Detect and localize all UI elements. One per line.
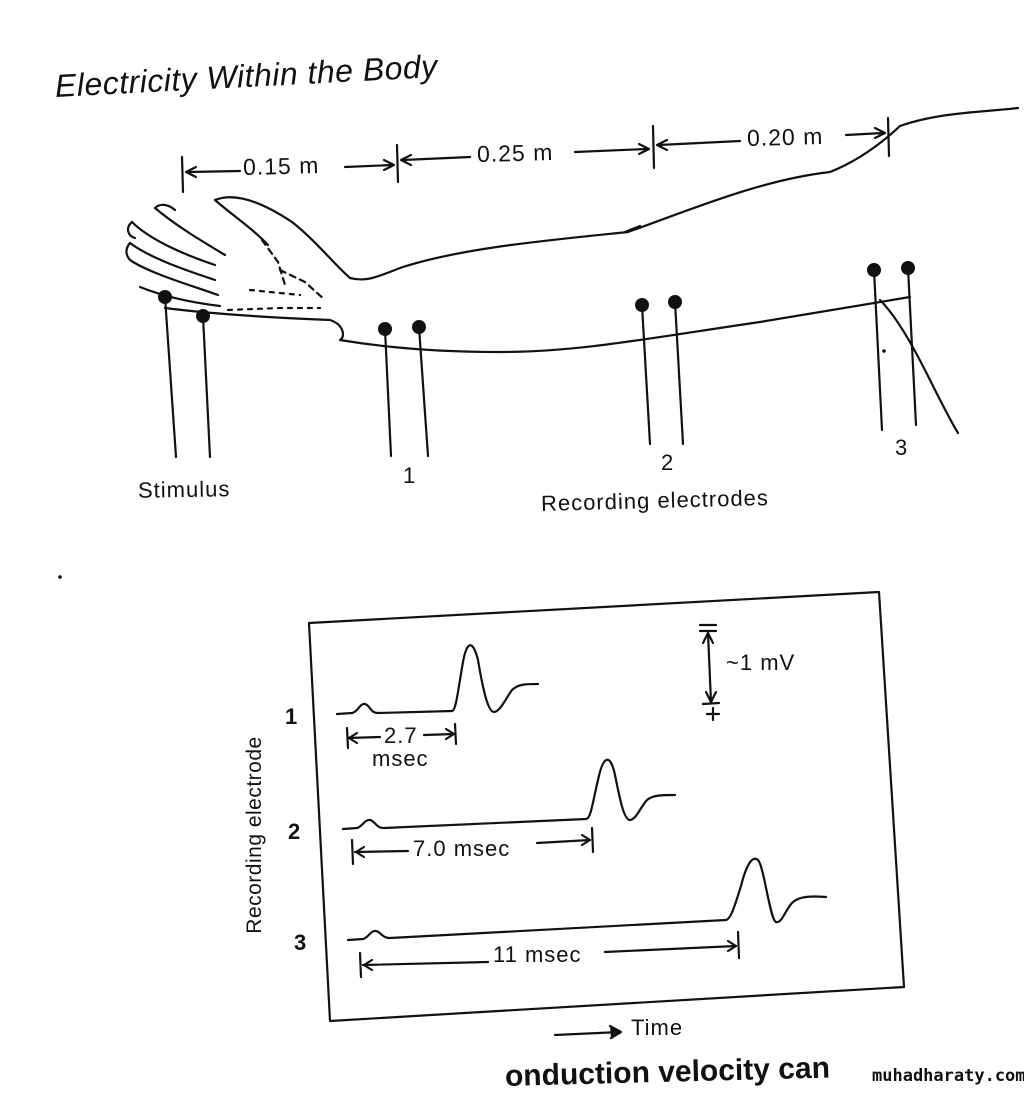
stimulus-label: Stimulus xyxy=(137,476,231,503)
electrode-label-1: 1 xyxy=(403,463,417,488)
trace-label-3: 3 xyxy=(294,930,307,955)
trace-label-1: 1 xyxy=(285,704,298,729)
distance-label-1: 0.15 m xyxy=(242,152,320,180)
scale-label: ~1 mV xyxy=(726,650,796,675)
trace-1 xyxy=(335,644,540,716)
x-axis-label: Time xyxy=(631,1015,684,1040)
distance-label-3: 0.20 m xyxy=(746,123,824,151)
trace-1-delay: 2.7 xyxy=(384,723,418,748)
electrodes xyxy=(163,266,918,459)
trace-label-2: 2 xyxy=(288,819,301,844)
electrode-label-2: 2 xyxy=(661,450,675,475)
distance-markers xyxy=(180,116,891,194)
trace-2 xyxy=(341,758,677,831)
electrode-tips xyxy=(58,261,915,579)
scale-bar xyxy=(698,623,721,722)
electrode-label-3: 3 xyxy=(895,435,909,460)
graph-frame xyxy=(307,590,906,1023)
trace-2-delay: 7.0 msec xyxy=(410,836,514,862)
trace-3 xyxy=(346,857,828,942)
distance-label-2: 0.25 m xyxy=(476,139,554,167)
time-arrow xyxy=(553,1024,623,1040)
y-axis-label: Recording electrode xyxy=(243,736,266,934)
delay-markers xyxy=(345,722,741,979)
trace-3-delay: 11 msec xyxy=(490,942,585,968)
watermark: muhadharaty.com xyxy=(872,1066,1024,1086)
arm-outline xyxy=(125,106,1020,435)
trace-1-unit: msec xyxy=(372,746,429,771)
